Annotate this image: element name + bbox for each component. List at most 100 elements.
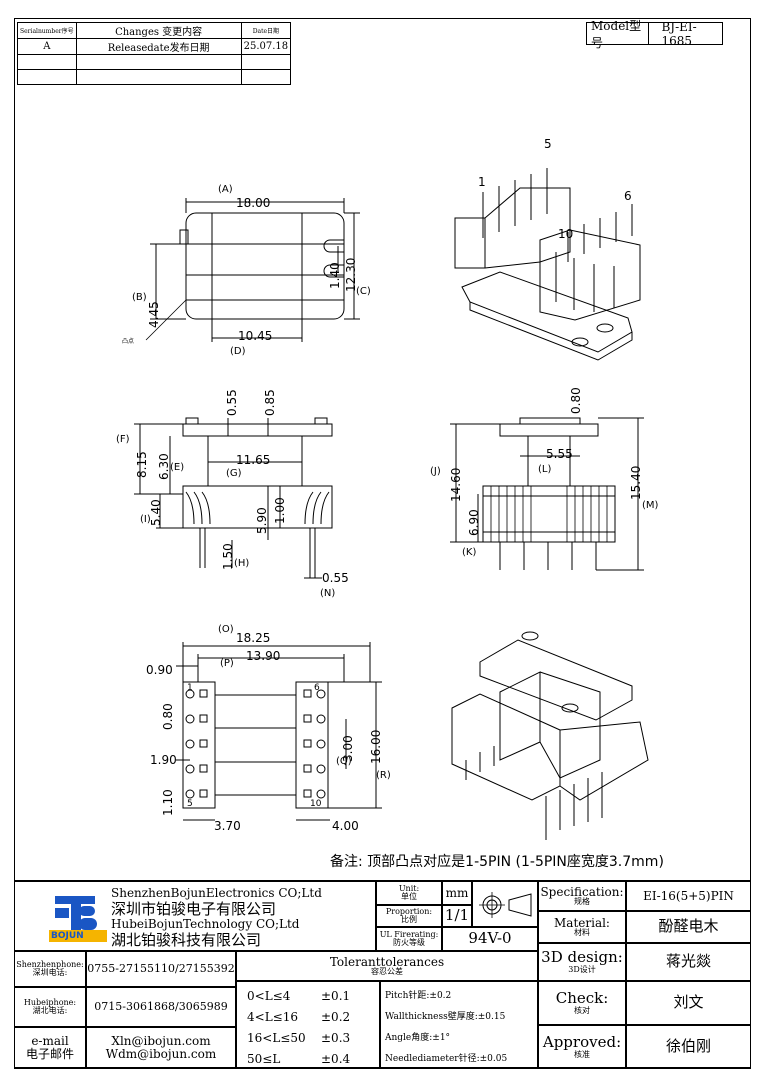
needle-tolerance: Needlediameter针径:±0.05	[385, 1054, 508, 1064]
dim-front-630: 6.30	[157, 453, 171, 480]
dim-front-540: 5.40	[149, 499, 163, 526]
top-view-outline	[185, 212, 345, 320]
top-view-notch	[179, 229, 189, 245]
dim-bottom-110: 1.10	[161, 789, 175, 816]
iso-pin-10: 10	[558, 227, 573, 241]
dim-side-080: 0.80	[569, 387, 583, 414]
model-label: Model型号	[591, 18, 642, 50]
dim-top-c-value: 12.30	[344, 258, 358, 292]
bottom-pin-6: 6	[314, 683, 320, 693]
dim-bottom-q-letter: (Q)	[336, 756, 352, 767]
dim-front-055b: 0.55	[322, 571, 349, 585]
rev-empty	[75, 69, 242, 85]
dim-front-100: 1.00	[273, 497, 287, 524]
email-2: Wdm@ibojun.com	[105, 1047, 217, 1061]
tol-row: 4<L≤16±0.2	[247, 1010, 351, 1024]
pitch-tolerance: Pitch针距:±0.2	[385, 991, 452, 1001]
dim-side-1540: 15.40	[629, 466, 643, 500]
proportion-value: 1/1	[442, 905, 472, 927]
dim-top-d-letter: (D)	[230, 346, 246, 357]
drawing-frame	[14, 18, 751, 1068]
dim-front-590: 5.90	[255, 507, 269, 534]
dim-side-690: 6.90	[467, 509, 481, 536]
tol-row: 16<L≤50±0.3	[247, 1031, 351, 1045]
fire-value: 94V-0	[442, 927, 538, 951]
wall-tolerance: Wallthickness壁厚度:±0.15	[385, 1012, 506, 1022]
dim-bottom-p-value: 13.90	[246, 649, 280, 663]
dim-bottom-o-value: 18.25	[236, 631, 270, 645]
fire-label-cell: UL Firerating: 防火等级	[376, 927, 442, 951]
spec-value: EI-16(5+5)PIN	[626, 881, 751, 911]
material-label-cell: Material: 材料	[538, 911, 626, 943]
dim-bottom-r-letter: (R)	[376, 770, 391, 781]
dim-top-c-letter: (C)	[356, 286, 371, 297]
dim-side-l: (L)	[538, 464, 551, 475]
material-value: 酚醛电木	[626, 911, 751, 943]
iso-pin-5: 5	[544, 137, 552, 151]
rev-empty	[240, 69, 292, 85]
bojun-logo-icon	[49, 896, 107, 942]
note-text: 备注: 顶部凸点对应是1-5PIN (1-5PIN座宽度3.7mm)	[330, 854, 664, 870]
company-box: BOJUN ShenzhenBojunElectronics CO;Ltd 深圳…	[14, 881, 376, 951]
dim-front-085: 0.85	[263, 389, 277, 416]
unit-label-cell: Unit: 单位	[376, 881, 442, 905]
model-value: BJ-EI-1685	[661, 19, 697, 48]
check-label-cell: Check: 核对	[538, 981, 626, 1025]
top-view: 18.00 (A) 12.30 (C) 1.40 4.45 (B) 10.45 …	[122, 184, 371, 357]
dim-side-555: 5.55	[546, 447, 573, 461]
dim-front-150: 1.50	[221, 543, 235, 570]
approved-label-cell: Approved: 核准	[538, 1025, 626, 1069]
dim-bottom-090: 0.90	[146, 663, 173, 677]
bottom-view: 18.25 (O) 13.90 (P) 0.90 0.80 1.90 1.10 …	[146, 624, 391, 833]
company-names: ShenzhenBojunElectronics CO;Ltd 深圳市铂骏电子有…	[111, 886, 322, 949]
title-block: BOJUN ShenzhenBojunElectronics CO;Ltd 深圳…	[14, 880, 751, 1069]
front-view: 0.55 0.85 8.15 (F) 6.30 (E) 11.65 (G) 5.…	[116, 389, 349, 599]
projection-symbol-icon	[472, 881, 538, 927]
iso-view-bottom	[451, 631, 649, 840]
email-values-cell: Xln@ibojun.com Wdm@ibojun.com	[86, 1027, 236, 1069]
drawing-canvas: 18.00 (A) 12.30 (C) 1.40 4.45 (B) 10.45 …	[116, 137, 659, 840]
dim-front-g: (G)	[226, 468, 242, 479]
iso-pin-6: 6	[624, 189, 632, 203]
dim-top-b-value: 4.45	[147, 301, 161, 328]
company-en-2: HubeiBojunTechnology CO;Ltd	[111, 917, 300, 932]
sz-phone-value: 0755-27155110/27155392	[86, 951, 236, 987]
iso-view-top: 1 5 6 10	[454, 137, 641, 361]
dim-front-h: (H)	[234, 558, 249, 569]
dim-top-pitch: 1.40	[328, 262, 342, 289]
tolerance-header-cell: Toleranttolerances 容忍公差	[236, 951, 538, 981]
email-1: Xln@ibojun.com	[111, 1034, 211, 1049]
dim-side-j: (J)	[430, 466, 441, 477]
bottom-pin-10: 10	[310, 799, 322, 809]
sz-phone-label-cell: Shenzhenphone: 深圳电话:	[14, 951, 86, 987]
dim-bottom-080: 0.80	[161, 703, 175, 730]
iso-pin-1: 1	[478, 175, 486, 189]
side-view: 0.80 5.55 (L) 14.60 (J) 15.40 (M) 6.90 (…	[430, 387, 659, 571]
dim-front-055: 0.55	[225, 389, 239, 416]
dim-front-1165: 11.65	[236, 453, 270, 467]
dim-side-k: (K)	[462, 547, 476, 558]
tol-row: 50≤L±0.4	[247, 1052, 351, 1066]
dim-top-b-letter: (B)	[132, 292, 147, 303]
approved-value: 徐伯刚	[626, 1025, 751, 1069]
dim-bottom-q-value: 3.00	[341, 735, 355, 762]
model-box: Model型号 BJ-EI-1685	[586, 19, 723, 50]
dim-front-e: (E)	[170, 462, 184, 473]
hb-phone-value: 0715-3061868/3065989	[86, 987, 236, 1027]
company-en-1: ShenzhenBojunElectronics CO;Ltd	[111, 886, 322, 900]
hb-phone-label-cell: Hubeiphone: 湖北电话:	[14, 987, 86, 1027]
proportion-label-cell: Proportion: 比例	[376, 905, 442, 927]
company-cn-2: 湖北铂骏科技有限公司	[111, 930, 262, 949]
tolerance-ranges: 0<L≤4±0.1 4<L≤16±0.2 16<L≤50±0.3 50≤L±0.…	[236, 981, 380, 1069]
dim-bottom-370: 3.70	[214, 819, 241, 833]
tolerance-details: Pitch针距:±0.2 Wallthickness壁厚度:±0.15 Angl…	[380, 981, 538, 1069]
dim-bottom-190: 1.90	[150, 753, 177, 767]
dim-bottom-r-value: 16.00	[369, 730, 383, 764]
dim-side-m: (M)	[642, 500, 659, 511]
dim-front-815: 8.15	[135, 451, 149, 478]
email-label-cell: e-mail 电子邮件	[14, 1027, 86, 1069]
dim-front-f: (F)	[116, 434, 130, 445]
dim-side-1460: 14.60	[449, 468, 463, 502]
bottom-pin-5: 5	[187, 799, 193, 809]
check-value: 刘文	[626, 981, 751, 1025]
